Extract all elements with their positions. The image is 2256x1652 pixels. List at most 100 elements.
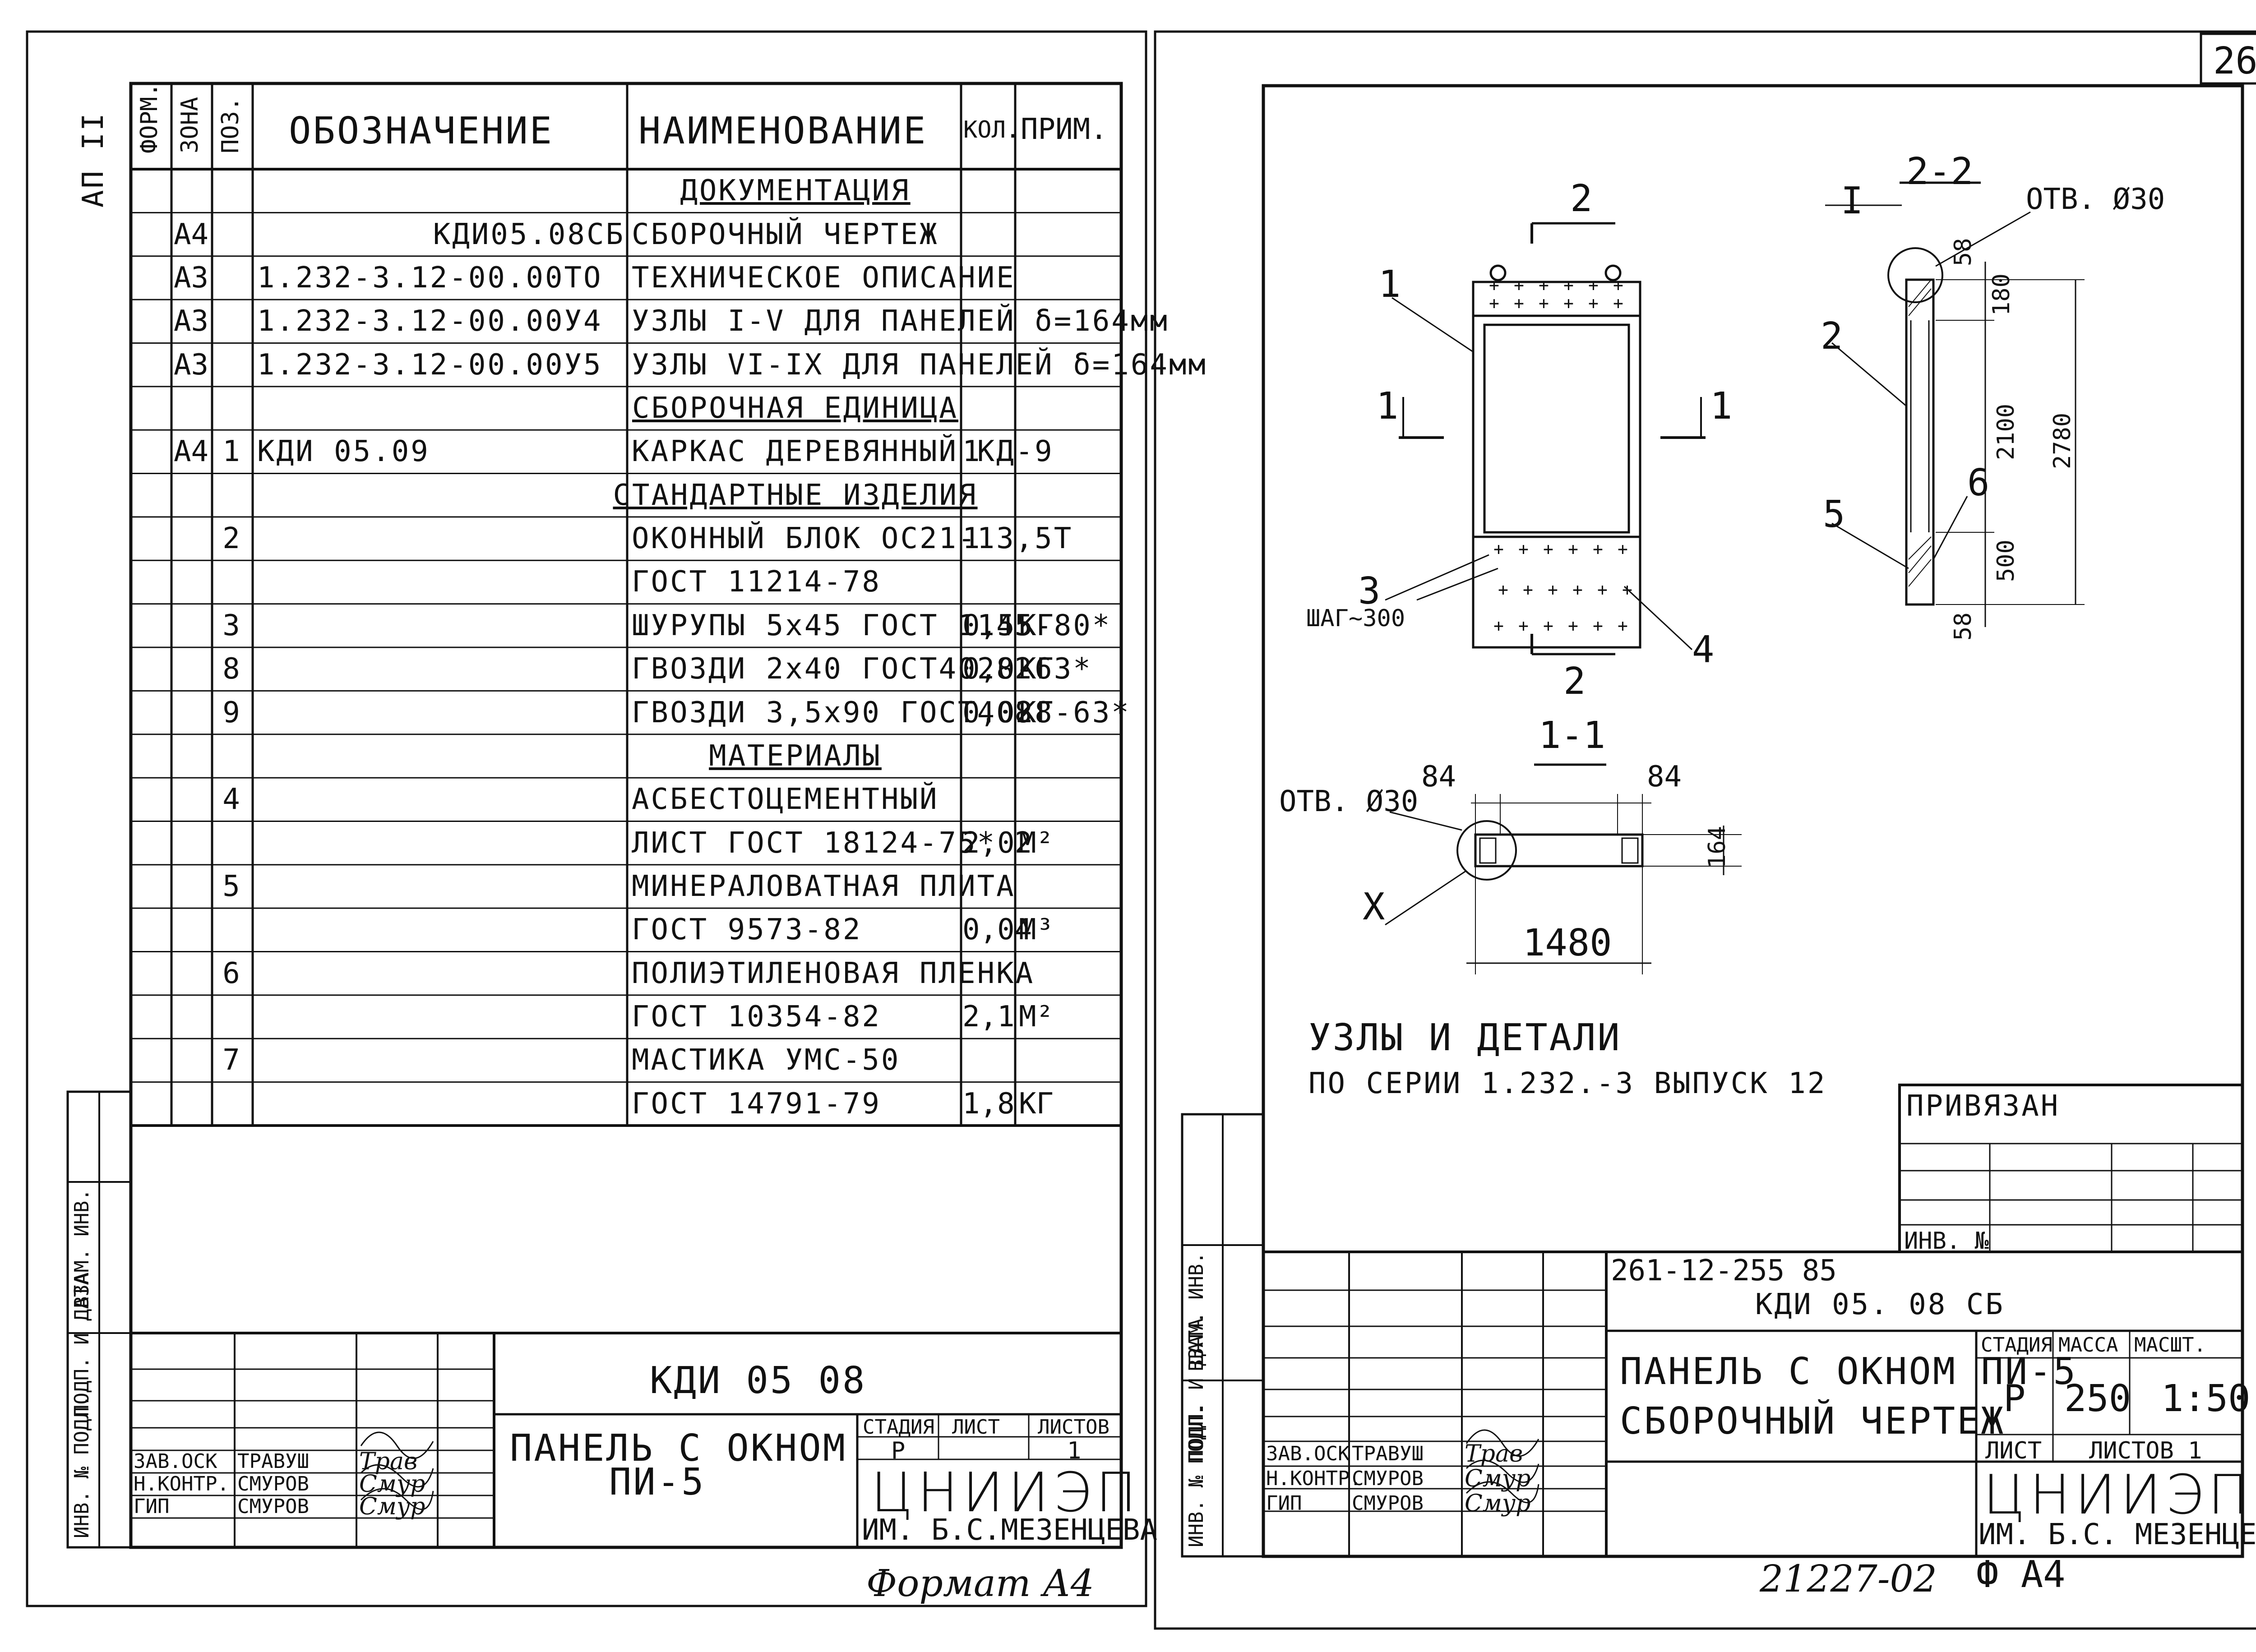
spec-cell-pos [212,169,250,212]
spec-cell-name: СТАНДАРТНЫЕ ИЗДЕЛИЯ [613,478,978,512]
spec-cell-qty [962,343,1014,386]
spec-cell-qty [962,778,1014,821]
spec-cell-name: ГОСТ 9573-82 [632,913,862,947]
spec-cell-name: УЗЛЫ VI-IX ДЛЯ ПАНЕЛЕЙ δ=164мм [632,348,1207,382]
cut-2-top: 2 [1570,177,1593,220]
spec-cell-pos: 5 [222,869,240,903]
spec-cell-note [1019,865,1119,908]
insulation-cross: + [1593,616,1603,636]
dim-58-top: 58 [1950,238,1977,266]
dim-84-right: 84 [1647,760,1682,794]
cut-1-right: 1 [1710,385,1733,428]
spec-cell-note [1019,169,1119,212]
insulation-cross: + [1514,293,1524,313]
right-format-note: Ф А4 [1976,1553,2066,1596]
spec-cell-qty: 1,8 [962,1087,1015,1121]
section-22-title: 2-2 [1906,150,1974,193]
spec-cell-designation [257,821,625,864]
spec-cell-format [174,995,205,1038]
spec-cell-format [174,1082,205,1126]
spec-cell-name: АСБЕСТОЦЕМЕНТНЫЙ [632,783,939,817]
spec-cell-note: М² [1019,1000,1054,1034]
spec-cell-qty: 0,55 [962,609,1032,642]
right-scale-label: МАСШТ. [2134,1334,2206,1357]
hole-label-11: ОТВ. Ø30 [1279,785,1419,818]
pos-label-6: 6 [1967,461,1990,504]
cut-2-bottom: 2 [1563,660,1586,703]
insulation-cross: + [1518,616,1529,636]
header-zone: ЗОНА [176,97,203,153]
pos-label-5: 5 [1823,493,1845,536]
spec-cell-format [174,387,205,430]
insulation-cross: + [1539,293,1549,313]
spec-cell-name: КАРКАС ДЕРЕВЯННЫЙ КД-9 [632,435,1054,469]
spec-cell-format [174,821,205,864]
title-role: Н.КОНТР. [1266,1467,1362,1490]
spec-cell-pos [212,387,250,430]
right-code: КДИ 05. 08 СБ [1755,1288,2005,1321]
spec-cell-qty [962,952,1014,995]
spec-cell-designation [257,908,625,951]
title-role: ГИП [1266,1491,1302,1515]
spec-cell-qty [962,560,1014,604]
spec-cell-designation [257,517,625,560]
pos-label-1: 1 [1378,263,1401,306]
spec-cell-format: А3 [174,348,209,382]
spec-cell-note [1019,778,1119,821]
spec-cell-format [174,560,205,604]
insulation-cross: + [1572,580,1583,600]
spec-cell-pos [212,821,250,864]
header-name: НАИМЕНОВАНИЕ [638,110,928,152]
title-role: Н.КОНТР. [134,1472,229,1495]
dim-180: 180 [1988,273,2015,316]
spec-cell-pos: 3 [222,609,240,642]
spec-cell-pos: 4 [222,783,240,817]
left-sheet-border [26,30,1147,1607]
hole-label-22: ОТВ. Ø30 [2026,183,2165,216]
spec-cell-designation [257,560,625,604]
spec-cell-note: КГ [1019,696,1054,729]
spec-cell-designation: 1.232-3.12-00.00У5 [257,348,603,382]
spec-cell-note [1019,256,1119,300]
spec-cell-designation [257,387,625,430]
spec-cell-format [174,865,205,908]
note-line-1: УЗЛЫ И ДЕТАЛИ [1308,1016,1622,1059]
spec-cell-designation [257,1082,625,1126]
dim-1480: 1480 [1523,922,1612,964]
left-sheets: 1 [1067,1437,1082,1464]
spec-cell-note: КГ [1019,609,1054,642]
spec-cell-note [1019,387,1119,430]
header-note: ПРИМ. [1021,113,1108,146]
spec-cell-note [1019,734,1119,778]
spec-cell-designation [257,865,625,908]
right-title-2: СБОРОЧНЫЙ ЧЕРТЕЖ [1620,1400,2005,1443]
node-X-label: X [1363,886,1385,928]
left-format-note: Формат А4 [866,1562,1094,1605]
insulation-cross: + [1498,580,1508,600]
title-sign: Трав [359,1448,418,1475]
spec-cell-pos [212,343,250,386]
spec-cell-pos [212,212,250,256]
insulation-cross: + [1493,539,1504,559]
inv-no-label: ИНВ. № [1904,1227,1989,1255]
insulation-cross: + [1493,616,1504,636]
right-org-name: ИМ. Б.С. МЕЗЕНЦЕВА [1979,1518,2256,1551]
spec-cell-note: КГ [1019,1087,1054,1121]
spec-cell-note [1019,212,1119,256]
insulation-cross: + [1489,293,1499,313]
right-sheet-border [1154,30,2256,1630]
title-name: СМУРОВ [1352,1467,1424,1490]
dim-164: 164 [1704,826,1731,868]
signature-marks [360,1429,1539,1510]
title-sign: Смур [1465,1490,1531,1517]
spec-cell-pos [212,300,250,343]
insulation-cross: + [1593,539,1603,559]
spec-cell-designation [257,169,625,212]
spec-cell-note [1019,1038,1119,1082]
spec-cell-name: МИНЕРАЛОВАТНАЯ ПЛИТА [632,869,1016,903]
insulation-cross: + [1514,275,1524,295]
spec-cell-qty: 2,1 [962,1000,1015,1034]
left-stage-label: СТАДИЯ [863,1416,934,1439]
title-name: ТРАВУШ [237,1450,309,1473]
